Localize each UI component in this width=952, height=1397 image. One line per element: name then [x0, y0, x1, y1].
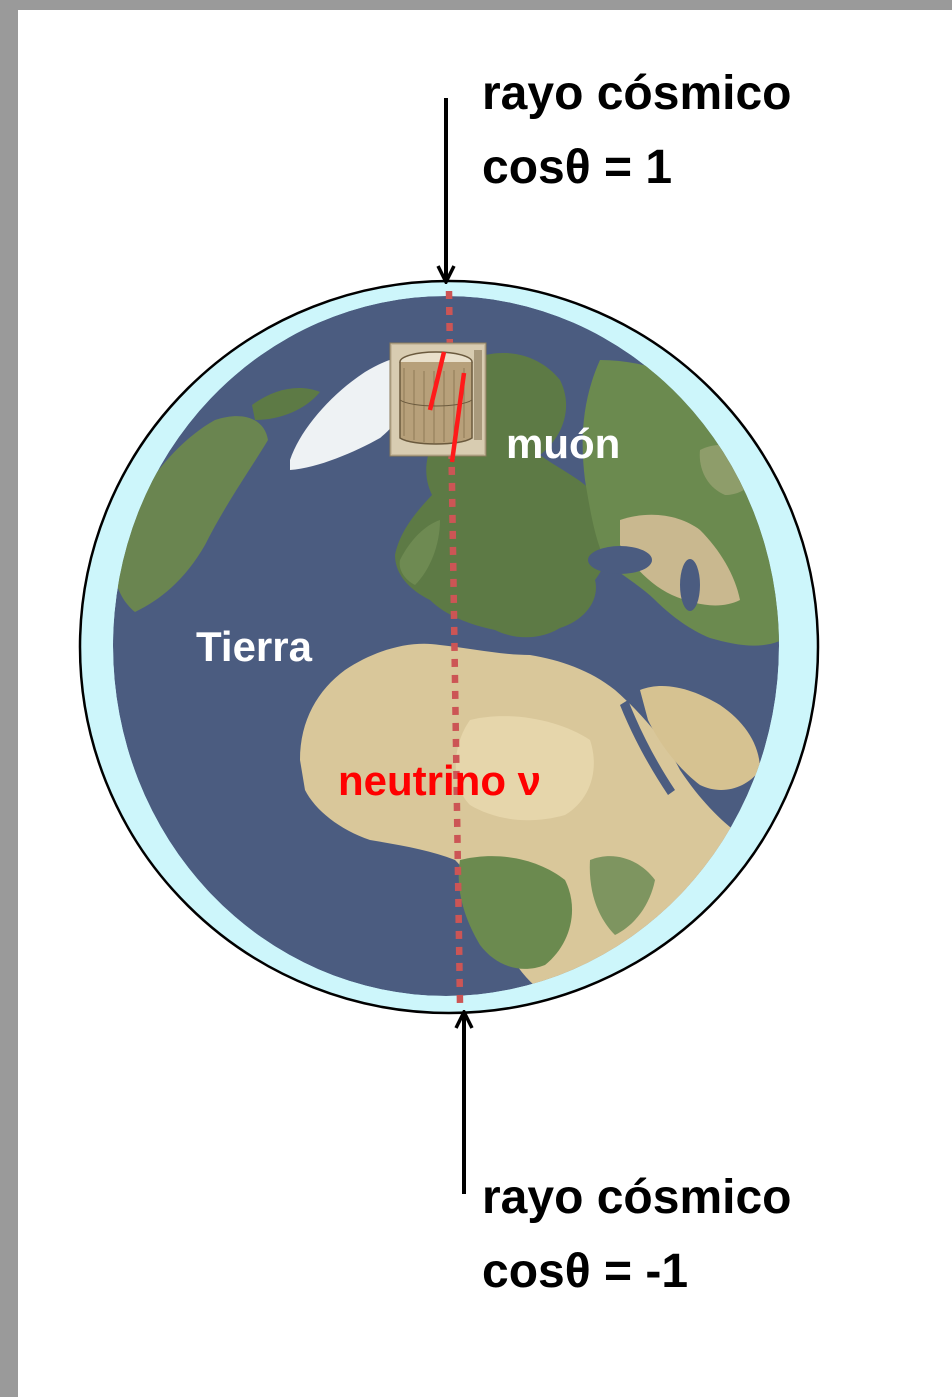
- muon-track: [427, 351, 447, 411]
- neutrino-label: neutrino ν: [338, 757, 542, 804]
- muon-track: [449, 372, 467, 463]
- earth-label: Tierra: [196, 623, 312, 670]
- arabia: [640, 685, 760, 790]
- top-ray-label: rayo cósmico cosθ = 1: [482, 70, 791, 192]
- top-ray-line2: cosθ = 1: [482, 141, 673, 194]
- greenland-ice: [290, 357, 416, 470]
- black-sea: [588, 546, 652, 574]
- top-ray-line1: rayo cósmico: [482, 67, 792, 120]
- detector-icon: [389, 342, 487, 463]
- muon-label: muón: [506, 420, 621, 467]
- bottom-ray-line2: cosθ = -1: [482, 1245, 689, 1298]
- bottom-ray-line1: rayo cósmico: [482, 1171, 792, 1224]
- north-america: [113, 416, 268, 612]
- caspian-sea: [680, 559, 700, 611]
- bottom-ray-label: rayo cósmico cosθ = -1: [482, 1174, 791, 1296]
